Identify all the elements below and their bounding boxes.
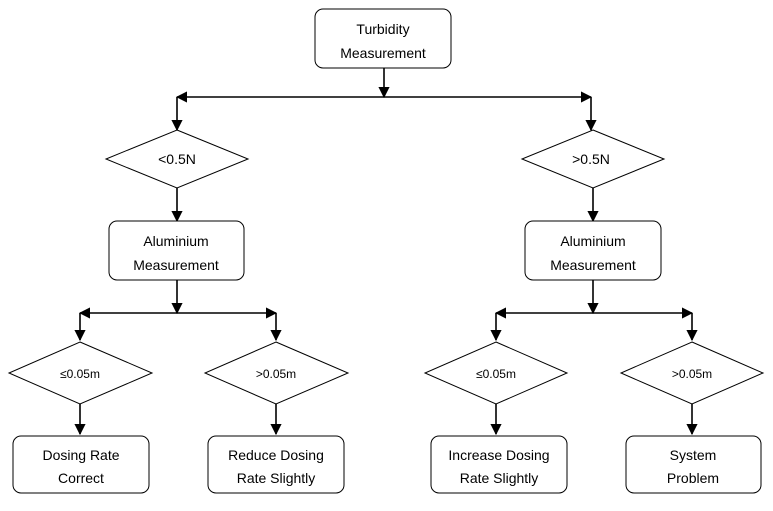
- right-measurement-node: Aluminium Measurement: [524, 220, 662, 281]
- root-node: Turbidity Measurement: [314, 8, 452, 69]
- outcome-rr-line1: System: [670, 447, 717, 463]
- outcome-lr-line1: Reduce Dosing: [228, 447, 324, 463]
- left-right-decision: >0.05m: [203, 341, 350, 405]
- right-decision-label: >0.5N: [572, 151, 610, 167]
- left-right-decision-label: >0.05m: [256, 367, 296, 381]
- outcome-reduce-dosing: Reduce Dosing Rate Slightly: [207, 435, 345, 494]
- right-measurement-line1: Aluminium: [560, 233, 625, 249]
- right-measurement-line2: Measurement: [550, 257, 636, 273]
- outcome-lr-line2: Rate Slightly: [237, 470, 316, 486]
- left-decision-label: <0.5N: [158, 151, 196, 167]
- connectors: [74, 68, 698, 436]
- outcome-rr-line2: Problem: [667, 470, 719, 486]
- outcome-rl-line1: Increase Dosing: [448, 447, 549, 463]
- right-right-decision-label: >0.05m: [672, 367, 712, 381]
- right-decision: >0.5N: [520, 129, 666, 189]
- right-left-decision: ≤0.05m: [423, 341, 569, 405]
- outcome-rl-line2: Rate Slightly: [460, 470, 539, 486]
- left-decision: <0.5N: [104, 129, 250, 189]
- root-node-line1: Turbidity: [356, 21, 409, 37]
- outcome-ll-line1: Dosing Rate: [42, 447, 119, 463]
- left-measurement-node: Aluminium Measurement: [108, 220, 245, 281]
- root-node-line2: Measurement: [340, 45, 426, 61]
- outcome-ll-line2: Correct: [58, 470, 104, 486]
- outcome-dosing-rate-correct: Dosing Rate Correct: [12, 435, 150, 494]
- left-left-decision: ≤0.05m: [7, 341, 154, 405]
- right-left-decision-label: ≤0.05m: [476, 367, 516, 381]
- outcome-system-problem: System Problem: [625, 435, 762, 494]
- left-measurement-line1: Aluminium: [143, 233, 208, 249]
- left-left-decision-label: ≤0.05m: [60, 367, 100, 381]
- left-measurement-line2: Measurement: [133, 257, 219, 273]
- outcome-increase-dosing: Increase Dosing Rate Slightly: [430, 435, 568, 494]
- right-right-decision: >0.05m: [619, 341, 765, 405]
